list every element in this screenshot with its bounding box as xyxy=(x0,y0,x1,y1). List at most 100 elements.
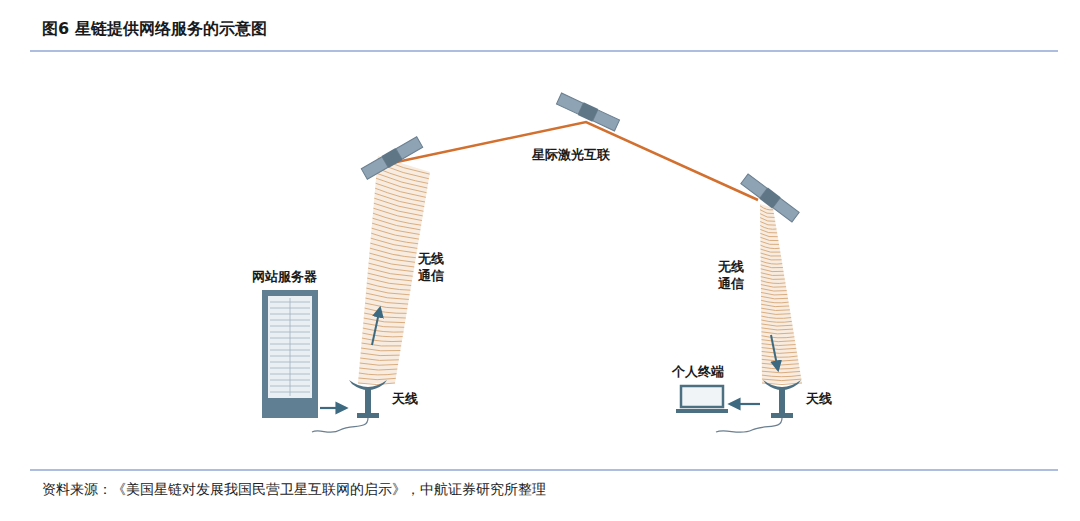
beam-stripe xyxy=(762,359,798,361)
figure-title: 图6 星链提供网络服务的示意图 xyxy=(42,19,267,40)
beam-stripe xyxy=(761,257,782,260)
beam-stripe xyxy=(376,183,426,197)
antenna-symbol: 天线 xyxy=(348,378,388,418)
node-label: 个人终端 xyxy=(672,363,724,381)
beam-stripe xyxy=(358,383,395,385)
beam-stripe xyxy=(368,273,412,281)
signal-arrow xyxy=(771,335,778,370)
beam-stripe xyxy=(376,173,427,188)
beam-stripe xyxy=(376,178,427,192)
cable-wire xyxy=(716,418,782,432)
rack-frame xyxy=(262,290,318,418)
beam-stripe xyxy=(761,292,787,295)
beam-stripe xyxy=(762,375,801,377)
beam-stripe xyxy=(761,277,785,280)
beam-stripe xyxy=(761,285,786,288)
beam-stripe xyxy=(360,363,398,365)
data-arrow xyxy=(730,403,760,405)
beam-stripe xyxy=(761,324,792,326)
antenna-mast xyxy=(365,388,371,414)
beam-stripe xyxy=(761,308,790,310)
beam-stripe xyxy=(367,283,411,290)
link-label: 星际激光互联 xyxy=(532,146,610,163)
beam-stripe xyxy=(363,328,404,332)
rack-panel xyxy=(268,296,312,398)
satellite-symbol xyxy=(740,173,800,223)
beam-stripe xyxy=(762,355,798,357)
signal-beam xyxy=(760,204,802,383)
beam-label: 无线 通信 xyxy=(718,258,748,292)
satellite-symbol xyxy=(361,136,423,180)
beam-stripe xyxy=(761,269,784,272)
antenna-base xyxy=(771,413,793,418)
antenna-mast xyxy=(779,388,785,414)
beam-stripe xyxy=(760,225,776,229)
satellite-body xyxy=(382,148,403,168)
satellite-body xyxy=(759,188,780,209)
node-shape xyxy=(762,378,802,418)
node-shape xyxy=(262,290,318,418)
beam-stripe xyxy=(375,188,425,202)
laser-link xyxy=(392,122,758,200)
cable-wire xyxy=(312,418,368,432)
beam-stripe xyxy=(762,344,796,346)
node-label: 天线 xyxy=(392,390,418,408)
beam-stripe xyxy=(361,348,400,351)
beam-stripe xyxy=(760,222,776,226)
beam-stripe xyxy=(761,253,781,256)
beam-stripe xyxy=(762,367,800,369)
solar-panel xyxy=(556,93,583,114)
node-label: 网站服务器 xyxy=(252,268,317,286)
beam-stripe xyxy=(366,288,409,295)
node-shape xyxy=(676,385,728,413)
beam-stripe xyxy=(761,316,791,318)
beam-stripe xyxy=(363,323,404,327)
beam-stripe xyxy=(368,268,413,276)
antenna-base xyxy=(357,413,379,418)
beam-stripe xyxy=(761,281,786,284)
beam-stripe xyxy=(761,265,783,268)
rack-slot xyxy=(290,298,291,396)
beam-stripe xyxy=(760,229,777,233)
data-arrow xyxy=(320,407,346,409)
beam-stripe xyxy=(761,312,790,314)
beam-stripe xyxy=(364,313,406,318)
beam-stripe xyxy=(760,218,775,222)
source-caption: 资料来源：《美国星链对发展我国民营卫星互联网的启示》，中航证券研究所整理 xyxy=(42,481,546,499)
beam-stripe xyxy=(760,214,774,218)
satellite-body xyxy=(578,102,598,121)
beam-stripe xyxy=(761,288,787,291)
beam-stripe xyxy=(377,168,428,183)
beam-stripe xyxy=(762,348,797,350)
beam-stripe xyxy=(762,340,795,342)
beam-stripe xyxy=(762,351,797,353)
beam-stripe xyxy=(761,273,784,276)
beam-stripe xyxy=(358,378,395,380)
beam-stripe xyxy=(760,237,778,241)
beam-stripe xyxy=(364,318,405,323)
laptop-base xyxy=(676,409,728,413)
beam-stripe xyxy=(359,373,397,375)
beam-stripe xyxy=(761,320,791,322)
satellite-symbol xyxy=(556,92,620,132)
beam-stripe xyxy=(760,245,779,248)
beam-stripes xyxy=(358,158,802,384)
beam-stripe xyxy=(361,353,400,356)
rule-line xyxy=(30,50,1058,51)
beam-stripe xyxy=(760,241,779,245)
beam-stripe xyxy=(762,379,801,381)
beam-stripe xyxy=(362,338,402,342)
beam-stripe xyxy=(760,233,777,237)
node-label: 天线 xyxy=(806,390,832,408)
beam-stripe xyxy=(359,368,397,370)
solar-panel xyxy=(593,110,620,131)
beam-stripe xyxy=(762,363,799,365)
signal-arrow xyxy=(372,308,380,345)
beam-stripe xyxy=(761,300,789,303)
beam-stripe xyxy=(366,293,409,299)
beam-stripe xyxy=(360,358,399,361)
beam-label: 无线 通信 xyxy=(418,250,448,284)
rule-line xyxy=(30,469,1058,470)
